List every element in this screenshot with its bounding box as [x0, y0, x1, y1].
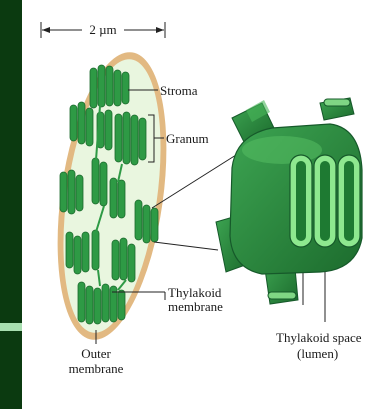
scale-label: 2 µm	[89, 22, 116, 37]
thylakoid-cross-sections	[290, 155, 360, 247]
label-outer-membrane-line1: Outer	[81, 346, 111, 361]
label-thylakoid-membrane-line2: membrane	[168, 299, 223, 314]
granum-enlarged	[216, 98, 362, 304]
scale-bar: 2 µm	[41, 22, 165, 38]
label-thylakoid-membrane-line1: Thylakoid	[168, 285, 222, 300]
label-outer-membrane-line2: membrane	[69, 361, 124, 376]
label-thylakoid-space-line2: (lumen)	[297, 346, 338, 361]
label-thylakoid-space-line1: Thylakoid space	[276, 330, 362, 345]
label-granum: Granum	[166, 131, 209, 146]
label-stroma: Stroma	[160, 83, 198, 98]
